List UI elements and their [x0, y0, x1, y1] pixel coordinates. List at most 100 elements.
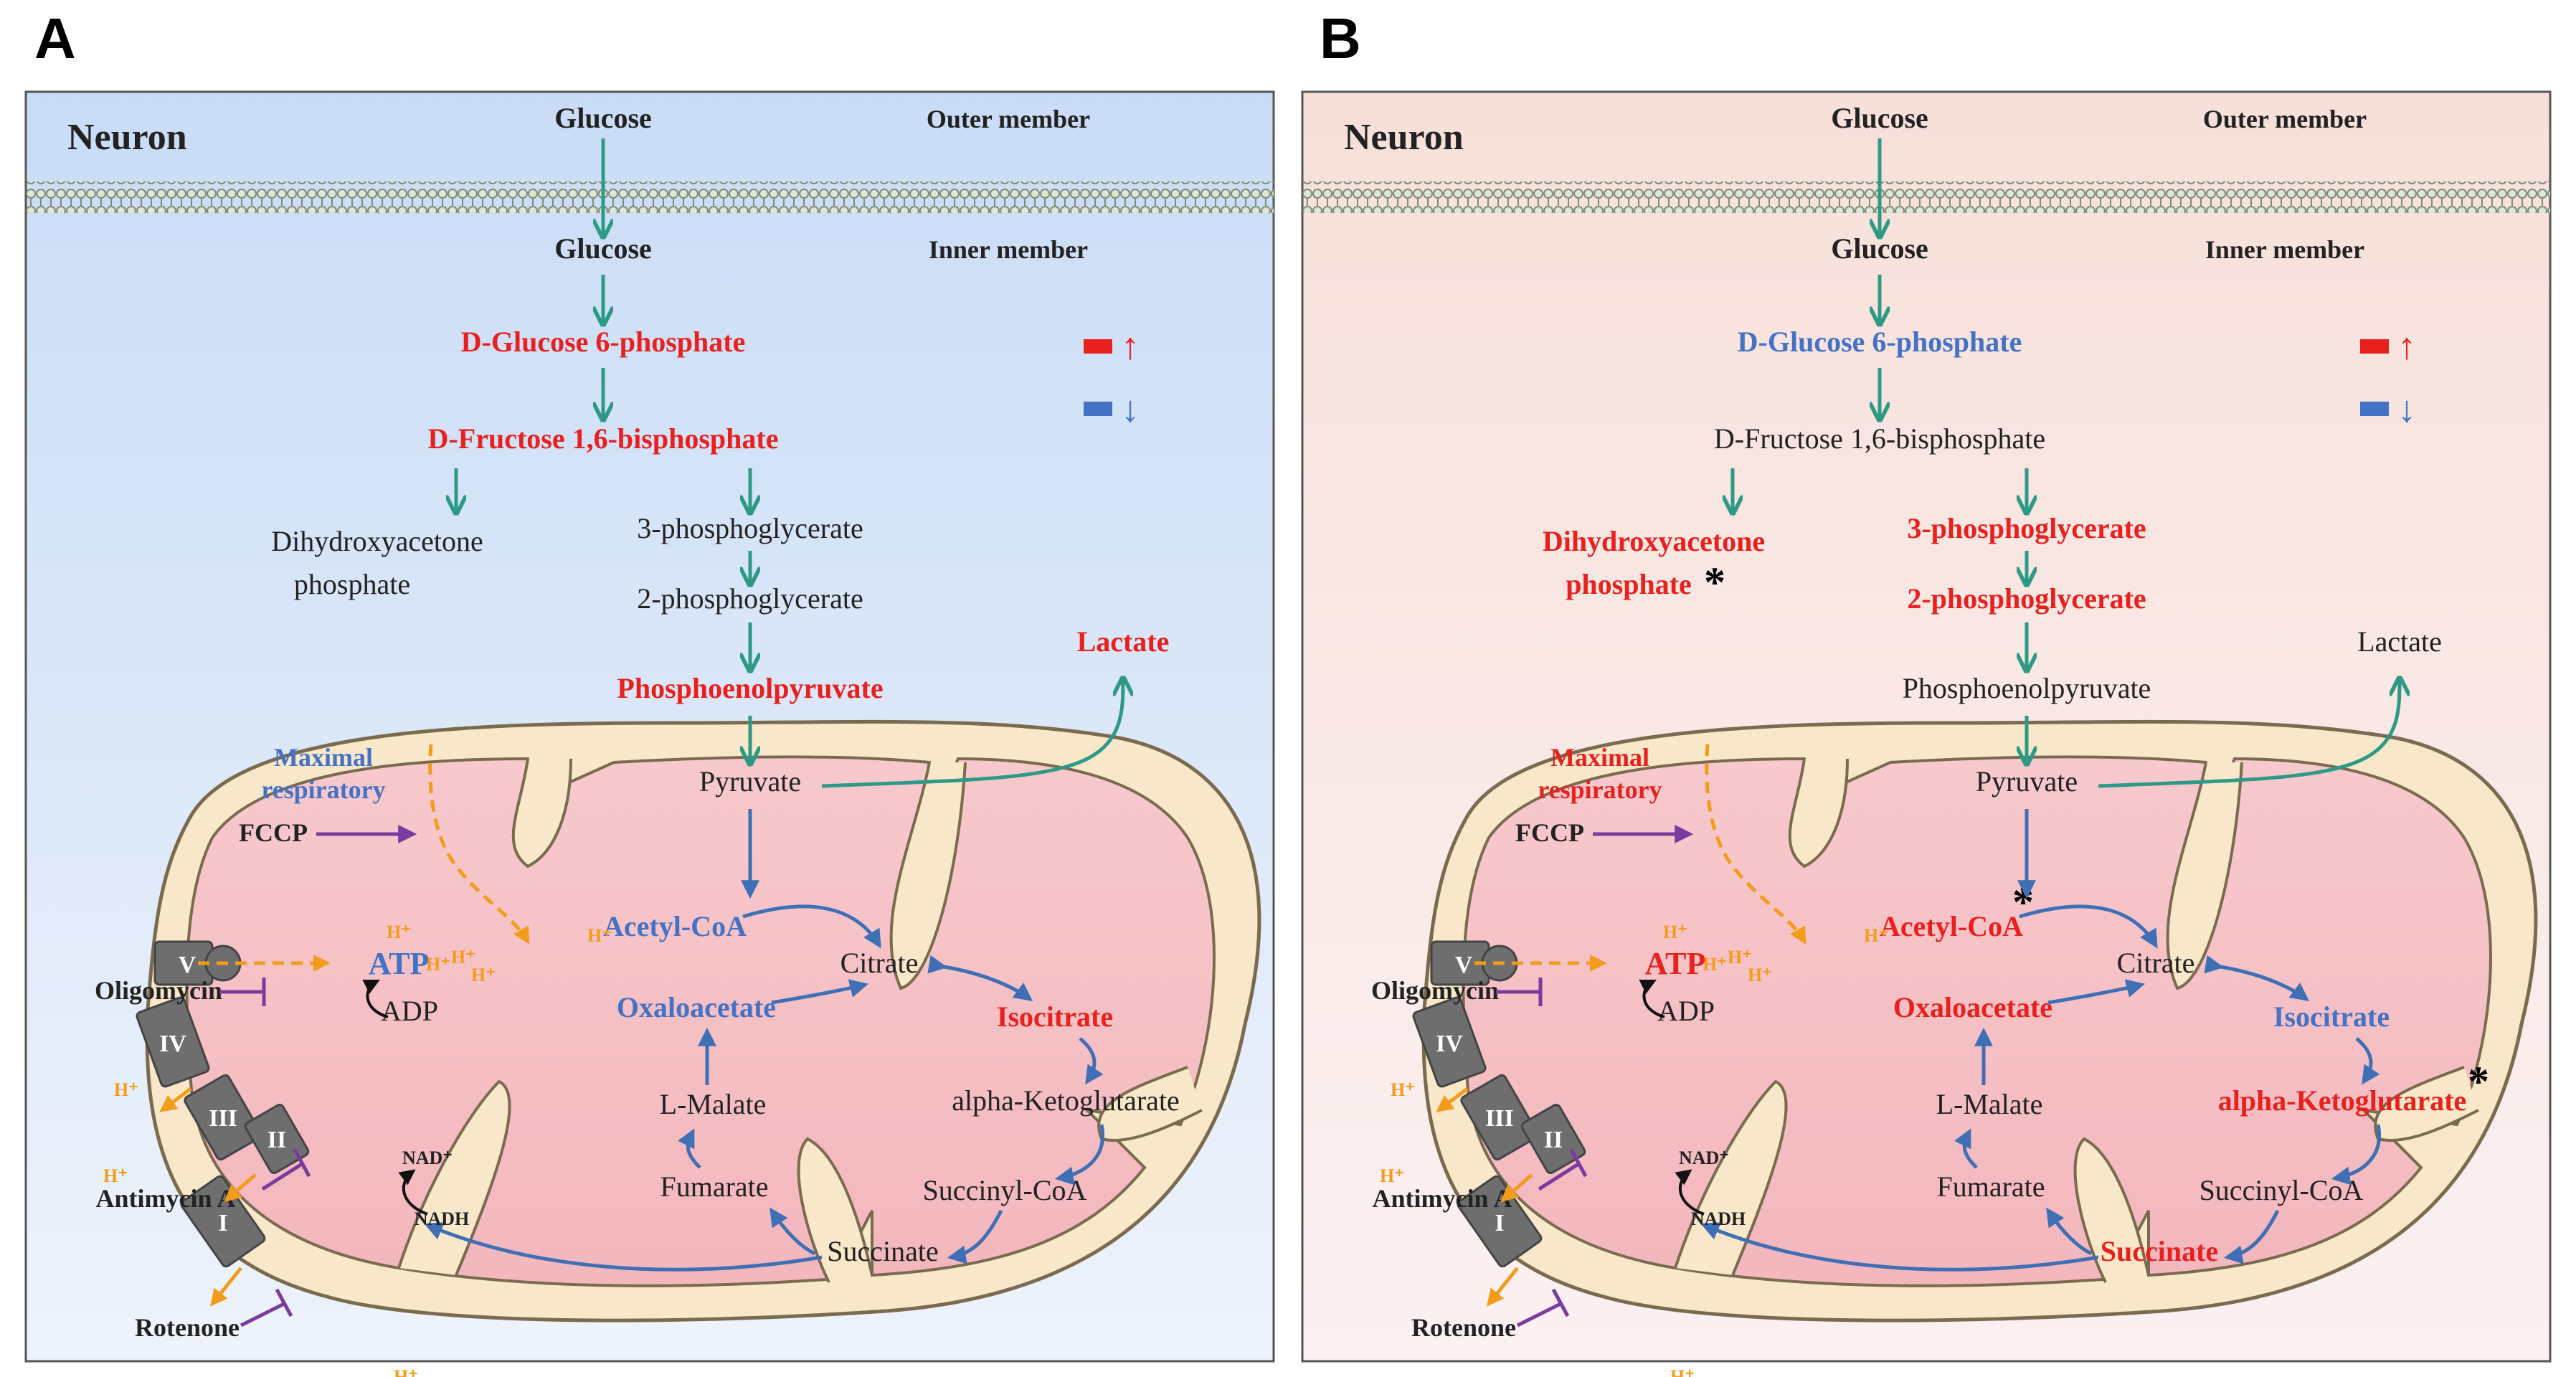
glucose-inside: Glucose	[554, 232, 652, 265]
lactate: Lactate	[1077, 625, 1170, 658]
outer-membrane-label: Outer member	[927, 105, 1090, 133]
2-phosphoglycerate: 2-phosphoglycerate	[637, 582, 863, 615]
nad-label: NAD⁺	[1679, 1148, 1729, 1168]
arrow-acetylcoa-to-citrate	[2019, 904, 2158, 949]
proton-label: H⁺	[1864, 925, 1888, 946]
oxaloacetate: Oxaloacetate	[1893, 991, 2052, 1023]
proton-label: H⁺	[451, 947, 475, 967]
d-fructose-1-6-bisphosphate: D-Fructose 1,6-bisphosphate	[428, 422, 779, 455]
proton-label: H⁺	[1663, 922, 1687, 942]
legend-up-swatch	[2360, 339, 2389, 354]
antimycin-bar	[1569, 1148, 1588, 1178]
panel-a-letter: A	[34, 6, 76, 70]
dihydroxyacetone-phosphate-line2: phosphate	[294, 568, 410, 600]
succinate: Succinate	[827, 1235, 939, 1267]
arrow-succcoa-to-succinate	[947, 1209, 1003, 1264]
citrate: Citrate	[2117, 947, 2195, 979]
maximal-respiratory-line1: Maximal	[1550, 743, 1649, 772]
acetyl-coa: Acetyl-CoA	[603, 910, 747, 942]
arrow-oaa-to-citrate	[2047, 979, 2146, 1005]
proton-out-arrow	[210, 1267, 242, 1307]
antimycin-inhibitor	[1538, 1162, 1580, 1191]
complex-i-label: I	[218, 1210, 227, 1236]
atp-label: ATP	[1645, 946, 1706, 981]
cell-label: Neuron	[67, 117, 187, 158]
proton-label: H⁺	[1728, 947, 1752, 967]
proton-label: H⁺	[114, 1079, 138, 1100]
rotenone-label: Rotenone	[1411, 1313, 1516, 1342]
3-phosphoglycerate: 3-phosphoglycerate	[637, 512, 863, 544]
complex-iv-label: IV	[1436, 1031, 1463, 1057]
significance-star: *	[1704, 559, 1725, 606]
proton-label: H⁺	[1670, 1366, 1695, 1377]
complex-ii-label: II	[267, 1127, 286, 1153]
proton-label: H⁺	[471, 965, 496, 985]
arrow-isocitrate-to-akg	[1079, 1037, 1104, 1085]
arrow-oaa-to-citrate	[771, 979, 869, 1005]
dihydroxyacetone-phosphate-line1: Dihydroxyacetone	[1543, 525, 1765, 557]
arrow-succinate-to-fumarate	[2046, 1207, 2093, 1256]
adp-label: ADP	[1657, 995, 1715, 1027]
arrow-succinate-to-fumarate	[770, 1207, 816, 1256]
nadh-to-nad-arrow	[398, 1169, 428, 1216]
arrow-isocitrate-to-akg	[2355, 1037, 2380, 1085]
glucose-inside: Glucose	[1831, 232, 1928, 265]
l-malate: L-Malate	[1936, 1088, 2043, 1120]
significance-star: *	[2012, 879, 2034, 926]
fccp-label: FCCP	[239, 818, 308, 847]
antimycin-a-label: Antimycin A	[1372, 1184, 1512, 1213]
cell-label: Neuron	[1344, 117, 1464, 158]
acetyl-coa: Acetyl-CoA	[1880, 910, 2023, 942]
complex-v-label: V	[179, 952, 196, 978]
dihydroxyacetone-phosphate-line1: Dihydroxyacetone	[271, 525, 483, 557]
glucose-outside: Glucose	[1831, 102, 1928, 134]
fumarate: Fumarate	[660, 1170, 768, 1203]
nad-label: NAD⁺	[402, 1148, 453, 1168]
glucose-outside: Glucose	[554, 102, 652, 134]
lactate: Lactate	[2357, 625, 2442, 658]
isocitrate: Isocitrate	[997, 1000, 1113, 1033]
proton-label: H⁺	[1391, 1079, 1415, 1100]
adp-label: ADP	[381, 995, 438, 1027]
fumarate: Fumarate	[1936, 1170, 2045, 1203]
antimycin-inhibitor	[261, 1162, 303, 1191]
legend-down-swatch	[1084, 402, 1112, 416]
proton-leak-arrow	[428, 744, 530, 945]
succinate: Succinate	[2101, 1235, 2218, 1267]
alpha-ketoglutarate: alpha-Ketoglutarate	[2218, 1084, 2467, 1117]
arrow-succinate-to-complex	[1700, 1222, 2099, 1272]
arrow-acetylcoa-to-citrate	[742, 904, 881, 949]
arrow-pyruvate-to-lactate	[821, 680, 1123, 788]
nadh-to-nad-arrow	[1675, 1169, 1705, 1216]
complex-v-label: V	[1455, 952, 1473, 978]
legend-up-arrow: ↑	[1121, 326, 1140, 367]
rotenone-bar	[275, 1288, 293, 1317]
proton-out-arrow	[1436, 1087, 1469, 1112]
arrow-fumarate-to-malate	[1954, 1128, 1978, 1169]
arrow-citrate-to-isocitrate	[927, 955, 1033, 1002]
proton-label: H⁺	[426, 954, 450, 975]
rotenone-inhibitor	[240, 1302, 285, 1328]
rotenone-label: Rotenone	[135, 1313, 240, 1342]
arrow-akg-to-succcoa	[2331, 1124, 2381, 1186]
arrow-akg-to-succcoa	[1054, 1124, 1104, 1186]
proton-out-arrow	[224, 1173, 257, 1203]
complex-i-label: I	[1495, 1210, 1504, 1236]
phosphoenolpyruvate: Phosphoenolpyruvate	[1903, 672, 2151, 704]
inner-membrane-label: Inner member	[2205, 235, 2364, 264]
complex-ii-label: II	[1544, 1127, 1563, 1153]
proton-out-arrow	[159, 1087, 192, 1112]
inner-membrane-label: Inner member	[929, 235, 1088, 264]
complex-iv-label: IV	[159, 1031, 186, 1057]
arrow-succinate-to-complex	[424, 1222, 823, 1272]
phosphoenolpyruvate: Phosphoenolpyruvate	[617, 672, 883, 704]
significance-star: *	[2468, 1058, 2489, 1105]
antimycin-a-label: Antimycin A	[95, 1184, 235, 1213]
proton-label: H⁺	[387, 922, 411, 942]
proton-label: H⁺	[394, 1366, 418, 1377]
proton-label: H⁺	[1380, 1165, 1404, 1186]
proton-label: H⁺	[1703, 954, 1727, 975]
legend-up-swatch	[1084, 339, 1112, 354]
